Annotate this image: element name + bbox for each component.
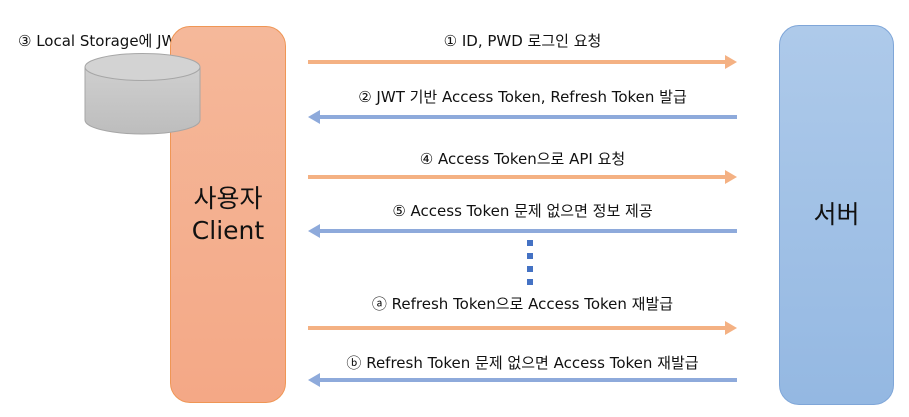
ellipsis-dot [527,279,533,285]
message-label: ① ID, PWD 로그인 요청 [443,32,602,50]
message-b-reissue-response: ⓑ Refresh Token 문제 없으면 Access Token 재발급 [300,352,745,392]
message-2-token-issue: ② JWT 기반 Access Token, Refresh Token 발급 [300,86,745,126]
message-1-login-request: ① ID, PWD 로그인 요청 [300,30,745,70]
arrow-right-icon [308,170,737,184]
arrow-right-icon [308,321,737,335]
arrow-left-icon [308,373,737,387]
database-cylinder-icon [84,53,201,135]
message-label: ⓑ Refresh Token 문제 없으면 Access Token 재발급 [346,354,699,372]
message-label: ② JWT 기반 Access Token, Refresh Token 발급 [358,88,687,106]
ellipsis-vertical-dots [527,238,535,290]
client-label: 사용자 Client [192,183,264,247]
message-4-api-request: ④ Access Token으로 API 요청 [300,148,745,188]
message-label: ⓐ Refresh Token으로 Access Token 재발급 [371,295,674,313]
client-label-english: Client [191,215,265,245]
ellipsis-dot [527,253,533,259]
server-lifeline-box: 서버 [779,25,894,405]
message-a-refresh-request: ⓐ Refresh Token으로 Access Token 재발급 [300,293,745,335]
local-storage-caption: ③ Local Storage에 JWT 저장 [18,32,218,50]
message-5-info-response: ⑤ Access Token 문제 없으면 정보 제공 [300,200,745,240]
arrow-left-icon [308,110,737,124]
message-label: ④ Access Token으로 API 요청 [419,150,626,168]
arrow-right-icon [308,55,737,69]
server-label: 서버 [813,200,860,229]
client-label-korean: 사용자 [193,183,263,213]
arrow-left-icon [308,224,737,238]
message-label: ⑤ Access Token 문제 없으면 정보 제공 [392,202,653,220]
ellipsis-dot [527,240,533,246]
ellipsis-dot [527,266,533,272]
